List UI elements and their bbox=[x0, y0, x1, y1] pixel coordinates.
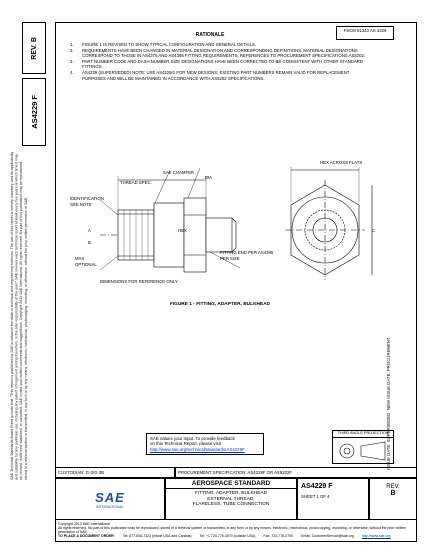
footer-order: TO PLACE A DOCUMENT ORDER: bbox=[58, 534, 115, 539]
footer-web[interactable]: http://www.sae.org bbox=[361, 534, 391, 539]
sheet-number: SHEET 1 OF 4 bbox=[301, 494, 330, 499]
hex-shape bbox=[183, 197, 207, 273]
title-rev-label: REV. bbox=[386, 484, 400, 490]
sae-logo-sub: INTERNATIONAL bbox=[96, 504, 124, 509]
rev-cell: REV. B bbox=[369, 478, 417, 520]
part-title-3: FLARELESS, TUBE CONNECTION bbox=[192, 502, 270, 508]
legal-notes: SAE Technical Standards Board Rules prov… bbox=[10, 151, 28, 480]
feedback-link[interactable]: http://www.sae.org/technical/standards/A… bbox=[150, 446, 245, 452]
footer-email[interactable]: Email: CustomerService@sae.org bbox=[301, 534, 354, 539]
standard-title: AEROSPACE STANDARD bbox=[166, 480, 296, 489]
doc-number-cell: AS4229 F SHEET 1 OF 4 bbox=[297, 478, 369, 520]
right-note-1: NEW ISSUE DATE: PROCUREMENT bbox=[386, 337, 391, 411]
part-title-2: EXTERNAL THREAD, bbox=[207, 496, 255, 502]
rationale-title: RATIONALE bbox=[195, 32, 225, 38]
footer: Copyright 2013 SAE International All rig… bbox=[58, 522, 416, 538]
label-max: MAX OPTIONAL bbox=[75, 256, 97, 267]
sae-logo: SAE bbox=[95, 489, 125, 505]
label-diameter: DIA bbox=[205, 175, 213, 180]
part-title-1: FITTING, ADAPTER, BULKHEAD bbox=[194, 491, 268, 496]
projection-label: THIRD ANGLE PROJECTION bbox=[333, 431, 393, 438]
body-shape bbox=[153, 202, 185, 268]
label-a: A bbox=[88, 228, 91, 233]
rationale-item: 2.REQUIREMENTS HAVE BEEN CHANGED IN MATE… bbox=[70, 47, 366, 59]
label-b: B bbox=[88, 240, 91, 245]
rationale-item: 1.FIGURE 1 IS REVISED TO SHOW TYPICAL CO… bbox=[70, 42, 257, 47]
label-identification: IDENTIFICATION SEE NOTE bbox=[70, 196, 104, 207]
title-cell: AEROSPACE STANDARD FITTING, ADAPTER, BUL… bbox=[165, 478, 297, 520]
reference-box: FSCM 81343 AS 4229 bbox=[336, 26, 394, 40]
feedback-box: SAE values your input. To provide feedba… bbox=[146, 433, 264, 455]
rev-value: B bbox=[30, 36, 38, 42]
fitting-drawing bbox=[99, 167, 373, 280]
procurement-cell: PROCUREMENT SPECIFICATION: AS4229F OR AS… bbox=[175, 467, 417, 478]
rationale-item: 3.PART NUMBER CODE AND DASH NUMBER SIZE … bbox=[70, 58, 364, 70]
figure-caption: FIGURE 1 - FITTING, ADAPTER, BULKHEAD bbox=[169, 302, 271, 307]
rationale-list: 1.FIGURE 1 IS REVISED TO SHOW TYPICAL CO… bbox=[70, 42, 370, 81]
logo-cell: SAE INTERNATIONAL bbox=[55, 478, 165, 520]
title-rev-value: B bbox=[390, 490, 396, 497]
projection-symbol-icon bbox=[339, 441, 386, 460]
projection-box: THIRD ANGLE PROJECTION bbox=[332, 430, 394, 464]
label-fitting-end: FITTING END PER AS4395 PER SIZE bbox=[220, 250, 274, 261]
feedback-line-2: on this Technical Report, please visit bbox=[150, 441, 221, 447]
drawing-frame bbox=[55, 22, 417, 542]
sidebar-doc-number: AS4229 F bbox=[29, 95, 39, 129]
tube-end-shape bbox=[205, 217, 233, 253]
footer-fax: Fax: 724-776-0790 bbox=[263, 534, 294, 539]
label-sae-chamfer: SAE CHAMFER bbox=[163, 170, 195, 175]
rationale-item: 4.AS4229 (SUPERSEDED) NOTE: USE AS4229/1… bbox=[70, 69, 350, 81]
label-thread-spec: THREAD SPEC bbox=[120, 180, 151, 185]
footer-rights: All rights reserved. No part of this pub… bbox=[58, 526, 406, 535]
doc-number-box: AS4229 F bbox=[22, 78, 46, 146]
revision-box: REV. B bbox=[22, 22, 46, 74]
label-hex-across: HEX ACROSS FLATS bbox=[320, 160, 363, 165]
custodian-cell: CUSTODIAN: G-3/G-3B bbox=[55, 467, 175, 478]
footer-tel: Tel: 877-606-7323 (inside USA and Canada… bbox=[122, 534, 192, 539]
footer-tel2: Tel: +1 724-776-4970 (outside USA) bbox=[199, 534, 256, 539]
label-c: C bbox=[372, 228, 376, 233]
label-dimensions-ref: DIMENSIONS FOR REFERENCE ONLY bbox=[100, 279, 178, 284]
feedback-line-1: SAE values your input. To provide feedba… bbox=[150, 436, 235, 441]
rev-label: REV. bbox=[30, 43, 38, 60]
title-doc-number: AS4229 F bbox=[301, 483, 333, 490]
footer-copyright: Copyright 2013 SAE International bbox=[58, 522, 110, 526]
label-hex: HEX bbox=[178, 228, 187, 233]
